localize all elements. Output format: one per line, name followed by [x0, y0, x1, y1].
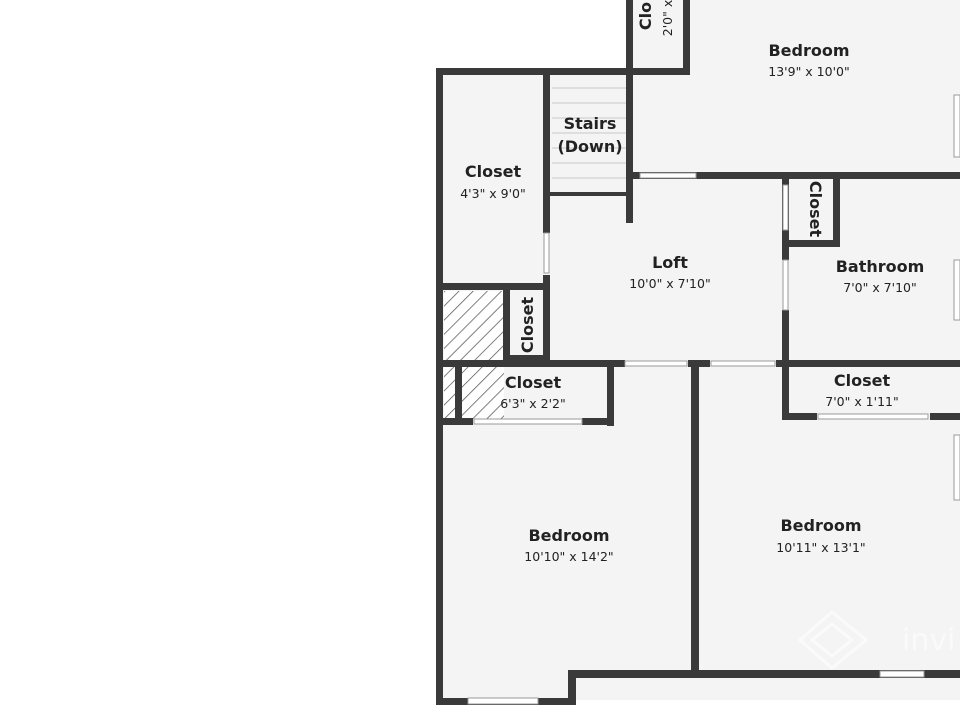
bedroom-left-name: Bedroom: [528, 526, 609, 545]
stairs-treads: [552, 87, 626, 179]
room-labels: Bedroom 13'9" x 10'0" Stairs (Down) Clos…: [460, 0, 924, 564]
watermark-text: invi: [902, 623, 955, 658]
windows: [467, 94, 960, 705]
stairs-name-line1: Stairs: [564, 114, 617, 133]
bedroom-right-dims: 10'11" x 13'1": [776, 540, 865, 555]
bedroom-top-dims: 13'9" x 10'0": [768, 64, 849, 79]
bathroom-dims: 7'0" x 7'10": [843, 280, 916, 295]
closet-top-cut-dims: 2'0" x: [660, 0, 675, 36]
watermark: invi: [797, 610, 955, 670]
watermark-house-icon: [797, 610, 869, 670]
bedroom-top-name: Bedroom: [768, 41, 849, 60]
closet-bath-name: Closet: [806, 181, 825, 238]
closet-mid-left-dims: 6'3" x 2'2": [500, 396, 566, 411]
closet-mid-left-name: Closet: [505, 373, 562, 392]
bedroom-right-name: Bedroom: [780, 516, 861, 535]
loft-name: Loft: [652, 253, 688, 272]
closet-mid-right-name: Closet: [834, 371, 891, 390]
closet-left-dims: 4'3" x 9'0": [460, 186, 526, 201]
stairs-name-line2: (Down): [557, 137, 622, 156]
closet-small-name: Closet: [518, 297, 537, 354]
closet-mid-right-dims: 7'0" x 1'11": [825, 394, 898, 409]
closet-left-name: Closet: [465, 162, 522, 181]
closet-top-cut-name: Clo: [636, 2, 655, 30]
bathroom-name: Bathroom: [836, 257, 925, 276]
loft-dims: 10'0" x 7'10": [629, 276, 710, 291]
hatched-shaft: [444, 291, 504, 419]
bedroom-left-dims: 10'10" x 14'2": [524, 549, 613, 564]
